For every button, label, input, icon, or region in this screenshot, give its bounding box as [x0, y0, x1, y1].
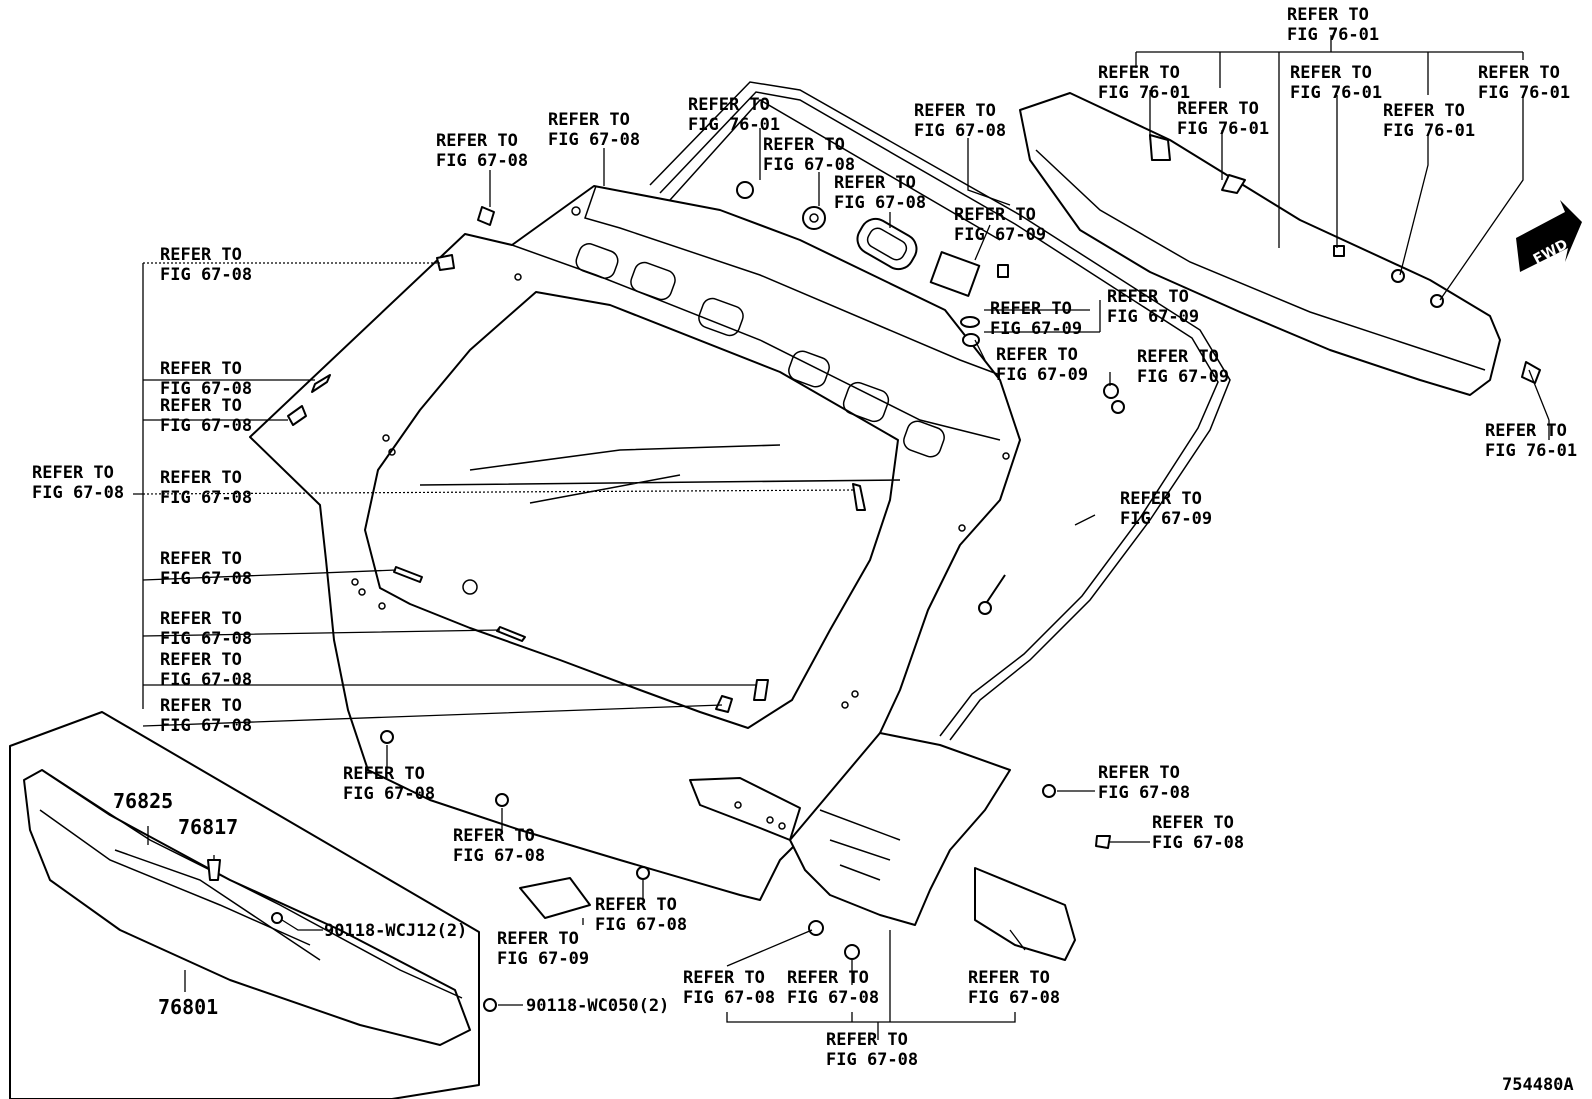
- part-number-labels: 76825 76817 76801 90118-WCJ12(2) 90118-W…: [113, 789, 1574, 1095]
- part-number-90118-wc050: 90118-WC050(2): [526, 996, 669, 1016]
- fwd-arrow-icon: FWD: [1516, 200, 1582, 272]
- part-number-76801: 76801: [158, 995, 218, 1019]
- leader-lines: [133, 35, 1550, 1040]
- part-number-90118-wcj12: 90118-WCJ12(2): [324, 921, 467, 941]
- back-door-panel: [249, 185, 1021, 926]
- part-number-76825: 76825: [113, 789, 173, 813]
- weatherstrip: [649, 81, 1231, 741]
- diagram-id: 754480A: [1502, 1075, 1574, 1095]
- part-number-76817: 76817: [178, 815, 238, 839]
- handle-garnish-76801: [9, 711, 480, 1099]
- gas-strut: [978, 400, 1125, 615]
- small-parts: [207, 174, 1541, 1012]
